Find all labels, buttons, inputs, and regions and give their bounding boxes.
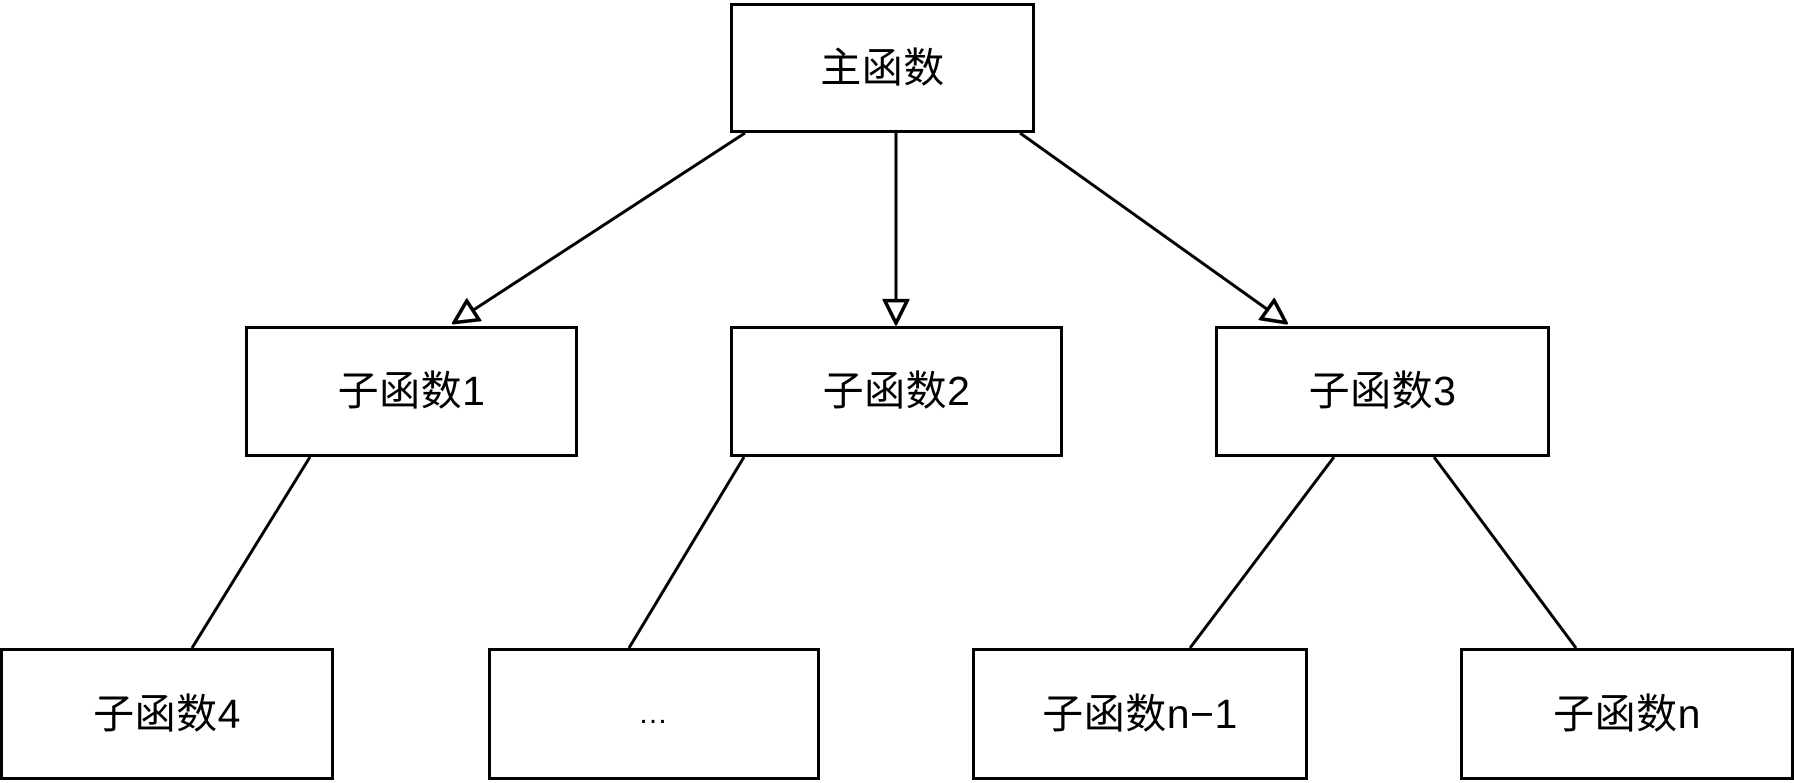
node-label-sub4: 子函数4	[93, 690, 241, 737]
edge-main-sub1	[455, 131, 746, 322]
node-label-sub1: 子函数1	[337, 368, 486, 414]
node-main[interactable]: 主函数	[730, 3, 1035, 133]
node-label-sub2: 子函数2	[822, 368, 971, 414]
edge-sub1-sub4	[190, 456, 312, 649]
node-sub2[interactable]: 子函数2	[730, 326, 1063, 457]
node-label-ellipsis: …	[638, 697, 670, 730]
node-label-main: 主函数	[820, 44, 945, 91]
node-ellipsis[interactable]: …	[488, 648, 820, 780]
edges-group	[190, 131, 1578, 649]
node-label-sub-n: 子函数n	[1553, 690, 1701, 737]
edge-sub3-subn1	[1188, 456, 1336, 649]
node-sub3[interactable]: 子函数3	[1215, 326, 1550, 457]
edge-main-sub3	[1019, 131, 1285, 322]
node-sub-n[interactable]: 子函数n	[1460, 648, 1794, 780]
edge-sub2-ellipsis	[627, 456, 746, 649]
node-sub4[interactable]: 子函数4	[0, 648, 334, 780]
node-sub-n-minus-1[interactable]: 子函数n−1	[972, 648, 1308, 780]
node-sub1[interactable]: 子函数1	[245, 326, 578, 457]
node-label-sub-n-minus-1: 子函数n−1	[1042, 690, 1238, 737]
edge-sub3-subn	[1432, 456, 1578, 649]
node-label-sub3: 子函数3	[1308, 368, 1457, 414]
